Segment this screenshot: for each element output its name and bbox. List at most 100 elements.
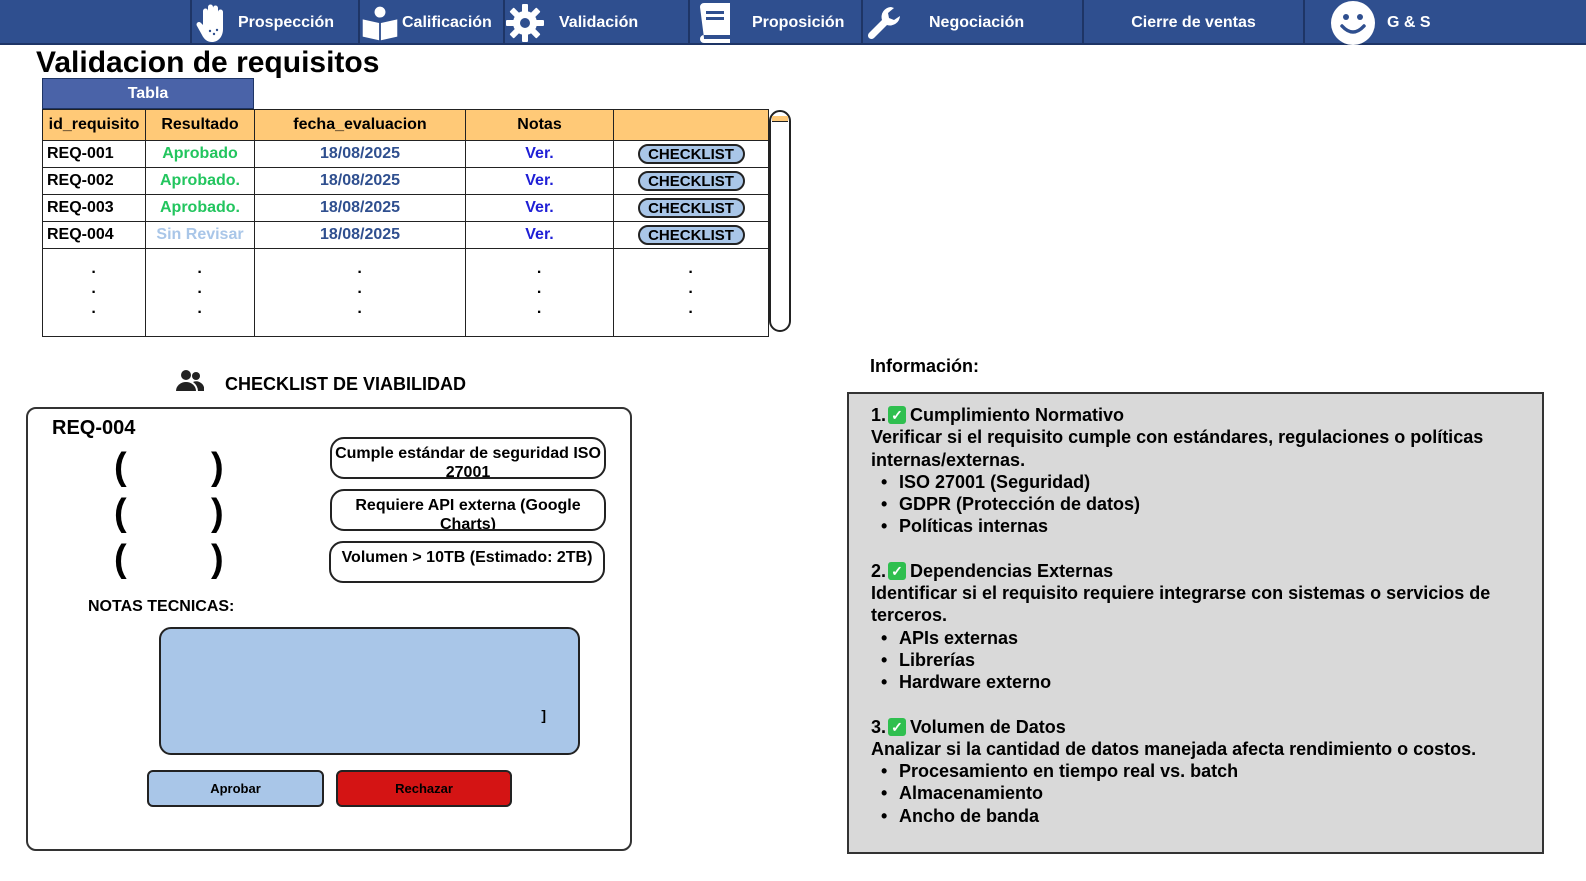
section-text: Identificar si el requisito requiere int… (871, 583, 1491, 626)
checklist-button[interactable]: CHECKLIST (637, 225, 745, 245)
smiley-icon (1329, 0, 1377, 45)
checklist-cell: CHECKLIST (613, 194, 769, 222)
checklist-button[interactable]: CHECKLIST (637, 144, 745, 164)
check-icon: ✓ (888, 406, 907, 425)
column-header[interactable]: Notas (465, 109, 614, 141)
resultado-cell: Sin Revisar (145, 221, 255, 249)
req-id: REQ-001 (42, 140, 146, 168)
criterion-api-externa[interactable]: Requiere API externa (Google Charts) (330, 489, 606, 531)
nav-label: Cierre de ventas (1131, 13, 1256, 31)
section-heading: Cumplimiento Normativo (910, 405, 1125, 425)
checkbox-close-bracket[interactable]: ) (211, 492, 224, 534)
ellipsis-cell: ··· (254, 248, 466, 337)
nav-cierre-ventas[interactable]: Cierre de ventas (1082, 0, 1303, 45)
checklist-button[interactable]: CHECKLIST (637, 198, 745, 218)
resultado-cell: Aprobado (145, 140, 255, 168)
users-icon (176, 369, 205, 393)
checklist-cell: CHECKLIST (613, 221, 769, 249)
reject-button[interactable]: Rechazar (336, 770, 512, 807)
bullet-item: Procesamiento en tiempo real vs. batch (881, 760, 1522, 782)
checkbox-open-bracket[interactable]: ( (114, 492, 127, 534)
checklist-cell: CHECKLIST (613, 167, 769, 195)
table-scrollbar[interactable] (769, 110, 791, 332)
bullet-item: GDPR (Protección de datos) (881, 493, 1522, 515)
tab-tabla[interactable]: Tabla (42, 78, 254, 109)
info-title: Información: (870, 356, 980, 376)
gear-icon (505, 3, 545, 43)
page-title: Validacion de requisitos (36, 46, 380, 79)
notas-tecnicas-value: ] (541, 707, 546, 723)
requirements-table: id_requisito Resultado fecha_evaluacion … (42, 109, 769, 337)
ellipsis-cell: ··· (465, 248, 614, 337)
ver-notas-link[interactable]: Ver. (465, 221, 614, 249)
ver-notas-link[interactable]: Ver. (465, 167, 614, 195)
nav-label: Proposición (752, 13, 845, 31)
checklist-req-id: REQ-004 (52, 417, 136, 439)
criterion-volumen[interactable]: Volumen > 10TB (Estimado: 2TB) (329, 541, 605, 583)
check-icon: ✓ (888, 561, 907, 580)
fecha-cell: 18/08/2025 (254, 140, 466, 168)
section-bullets: APIs externas Librerías Hardware externo (871, 627, 1522, 694)
nav-user[interactable]: G & S (1303, 0, 1586, 45)
section-number: 1. (871, 405, 887, 425)
nav-calificacion[interactable]: Calificación (358, 0, 503, 45)
info-section: 3.✓Volumen de Datos Analizar si la canti… (871, 716, 1522, 827)
checklist-title: CHECKLIST DE VIABILIDAD (225, 374, 467, 394)
section-number: 3. (871, 716, 887, 737)
info-section: 1.✓Cumplimiento Normativo Verificar si e… (871, 404, 1522, 538)
table-header-row: id_requisito Resultado fecha_evaluacion … (42, 109, 769, 141)
ellipsis-cell: ··· (42, 248, 146, 337)
resultado-cell: Aprobado. (145, 194, 255, 222)
nav-validacion[interactable]: Validación (503, 0, 688, 45)
fecha-cell: 18/08/2025 (254, 167, 466, 195)
nav-label: Validación (559, 13, 639, 31)
notas-tecnicas-textarea[interactable]: ] (159, 627, 580, 755)
bullet-item: Políticas internas (881, 515, 1522, 537)
section-text: Verificar si el requisito cumple con est… (871, 427, 1484, 470)
checklist-cell: CHECKLIST (613, 140, 769, 168)
section-bullets: Procesamiento en tiempo real vs. batch A… (871, 760, 1522, 827)
wrench-icon (865, 3, 905, 43)
notas-tecnicas-label: NOTAS TECNICAS: (88, 598, 235, 615)
info-section: 2.✓Dependencias Externas Identificar si … (871, 560, 1522, 694)
nav-label: Calificación (402, 13, 492, 31)
ver-notas-link[interactable]: Ver. (465, 194, 614, 222)
table-row: REQ-001 Aprobado 18/08/2025 Ver. CHECKLI… (42, 140, 769, 168)
nav-label: Prospección (238, 13, 335, 31)
checkbox-close-bracket[interactable]: ) (211, 538, 224, 580)
section-heading: Volumen de Datos (910, 716, 1066, 737)
nav-proposicion[interactable]: Proposición (688, 0, 861, 45)
criterion-iso-27001[interactable]: Cumple estándar de seguridad ISO 27001 (330, 437, 606, 479)
hand-icon (192, 3, 232, 43)
book-reader-icon (360, 3, 400, 43)
bullet-item: Almacenamiento (881, 782, 1522, 804)
nav-prospeccion[interactable]: Prospección (190, 0, 358, 45)
info-panel: 1.✓Cumplimiento Normativo Verificar si e… (847, 392, 1544, 854)
ver-notas-link[interactable]: Ver. (465, 140, 614, 168)
column-header (613, 109, 769, 141)
fecha-cell: 18/08/2025 (254, 221, 466, 249)
nav-negociacion[interactable]: Negociación (861, 0, 1082, 45)
column-header[interactable]: id_requisito (42, 109, 146, 141)
top-navigation: Prospección Calificación Validación Prop… (0, 0, 1586, 45)
scroll-thumb[interactable] (772, 116, 788, 122)
checkbox-open-bracket[interactable]: ( (114, 538, 127, 580)
column-header[interactable]: Resultado (145, 109, 255, 141)
resultado-cell: Aprobado. (145, 167, 255, 195)
section-text: Analizar si la cantidad de datos manejad… (871, 738, 1477, 759)
table-row: REQ-003 Aprobado. 18/08/2025 Ver. CHECKL… (42, 194, 769, 222)
section-heading: Dependencias Externas (910, 560, 1114, 581)
table-row-more: ··· ··· ··· ··· ··· (42, 248, 769, 337)
table-row: REQ-004 Sin Revisar 18/08/2025 Ver. CHEC… (42, 221, 769, 249)
checkbox-open-bracket[interactable]: ( (114, 446, 127, 488)
checkbox-close-bracket[interactable]: ) (211, 446, 224, 488)
req-id: REQ-002 (42, 167, 146, 195)
approve-button[interactable]: Aprobar (147, 770, 324, 807)
checklist-button[interactable]: CHECKLIST (637, 171, 745, 191)
check-icon: ✓ (888, 717, 907, 736)
bullet-item: APIs externas (881, 627, 1522, 649)
book-icon (694, 2, 734, 43)
table-row: REQ-002 Aprobado. 18/08/2025 Ver. CHECKL… (42, 167, 769, 195)
bullet-item: ISO 27001 (Seguridad) (881, 471, 1522, 493)
column-header[interactable]: fecha_evaluacion (254, 109, 466, 141)
